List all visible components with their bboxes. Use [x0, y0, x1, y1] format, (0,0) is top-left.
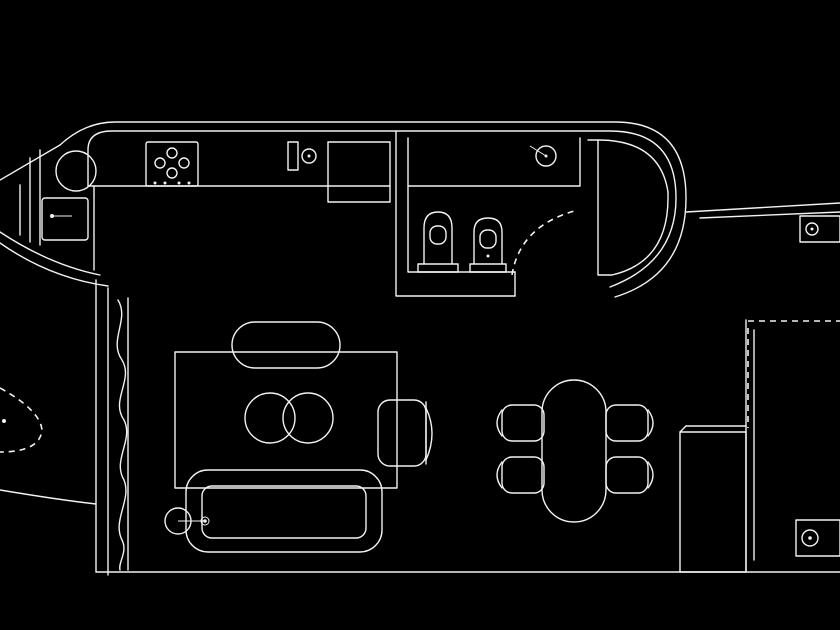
living-room [164, 321, 433, 553]
bathroom-basin [535, 145, 557, 167]
kitchen [41, 141, 391, 271]
dining-chair [605, 456, 654, 494]
wardrobe [679, 431, 747, 573]
dining-area [496, 379, 654, 523]
coffee-table-right [282, 392, 334, 444]
coffee-table-left [244, 392, 296, 444]
bathroom-door-swing [511, 209, 579, 276]
tall-cabinet [327, 141, 391, 203]
washing-machine [795, 519, 840, 557]
dining-chair [496, 456, 545, 494]
bidet [469, 217, 507, 273]
toilet [417, 211, 459, 273]
bathroom [395, 130, 669, 297]
sofa-back [231, 321, 341, 369]
armchair [377, 399, 433, 467]
shower-enclosure [587, 139, 669, 276]
fridge-round [55, 150, 97, 192]
bedroom [679, 215, 840, 573]
exterior-walls [0, 121, 840, 576]
rug [174, 351, 398, 489]
dining-chair [496, 404, 545, 442]
kitchen-sink [287, 141, 317, 171]
balcony-door-swing [0, 387, 43, 453]
stove [145, 141, 199, 187]
corner-sink [41, 197, 89, 241]
curtain [116, 299, 128, 571]
balcony [0, 387, 43, 453]
dining-chair [605, 404, 654, 442]
dining-table [541, 379, 607, 523]
sofa [185, 469, 383, 553]
floor-lamp [164, 507, 210, 535]
wall-fixture [799, 215, 840, 243]
